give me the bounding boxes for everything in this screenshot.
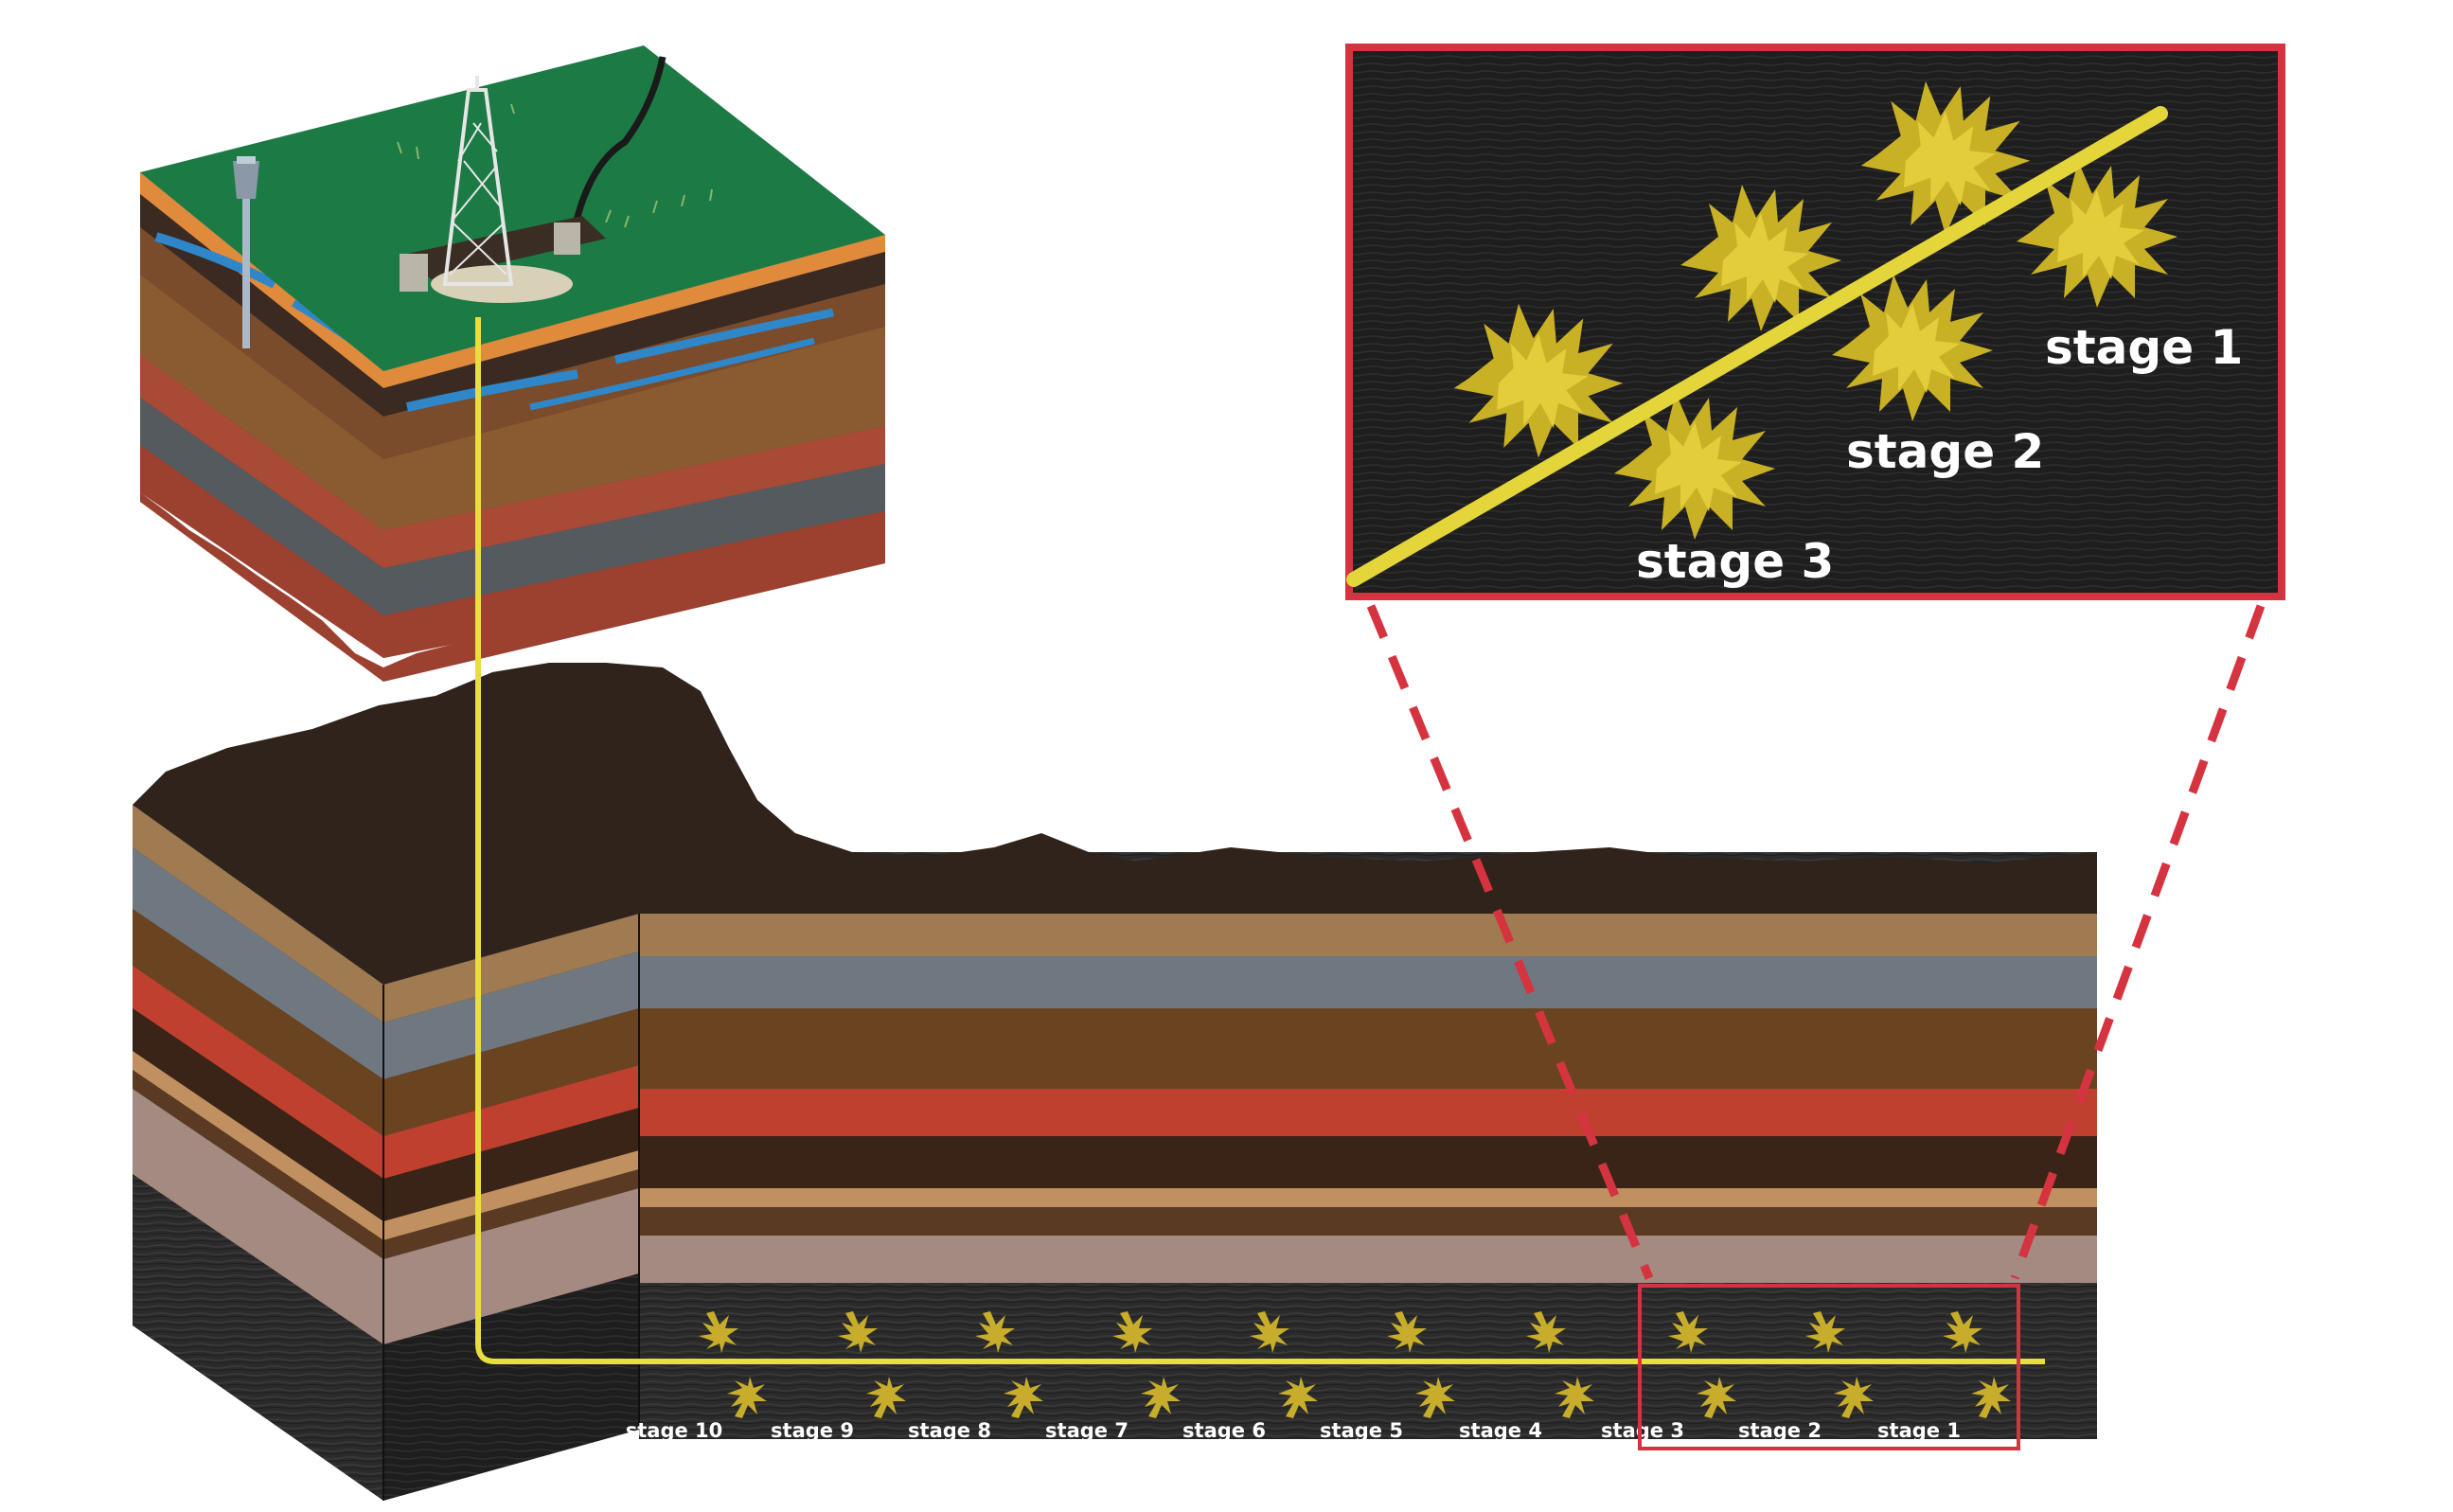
stage-label-8: stage 8 [908,1419,991,1442]
inset-stage-2-label: stage 2 [1846,424,2044,479]
monitoring-well [233,156,259,348]
surface-grass [140,45,885,371]
zoom-inset: stage 1 stage 2 stage 3 [1345,44,2285,600]
stage-label-7: stage 7 [1045,1419,1129,1442]
topsoil-hills [133,663,2097,985]
inset-stage-3-label: stage 3 [1636,534,1834,589]
drilling-rig [442,76,514,286]
stage-label-2: stage 2 [1738,1419,1822,1442]
subsurface-formation [133,663,2097,1501]
zoom-connectors [1366,604,2266,1280]
stage-label-10: stage 10 [626,1419,723,1442]
surface-block [140,45,885,682]
stage-label-9: stage 9 [771,1419,854,1442]
stage-label-4: stage 4 [1459,1419,1542,1442]
inset-stage-1-label: stage 1 [2045,320,2243,375]
stage-label-5: stage 5 [1320,1419,1403,1442]
stage-label-6: stage 6 [1182,1419,1266,1442]
stage-label-3: stage 3 [1601,1419,1684,1442]
wellbore [475,317,2045,1364]
stage-labels: stage 10 stage 9 stage 8 stage 7 stage 6… [626,1419,1961,1442]
stage-label-1: stage 1 [1877,1419,1961,1442]
inset-wellbore [1346,106,2168,587]
highlight-box [1638,1284,2020,1450]
